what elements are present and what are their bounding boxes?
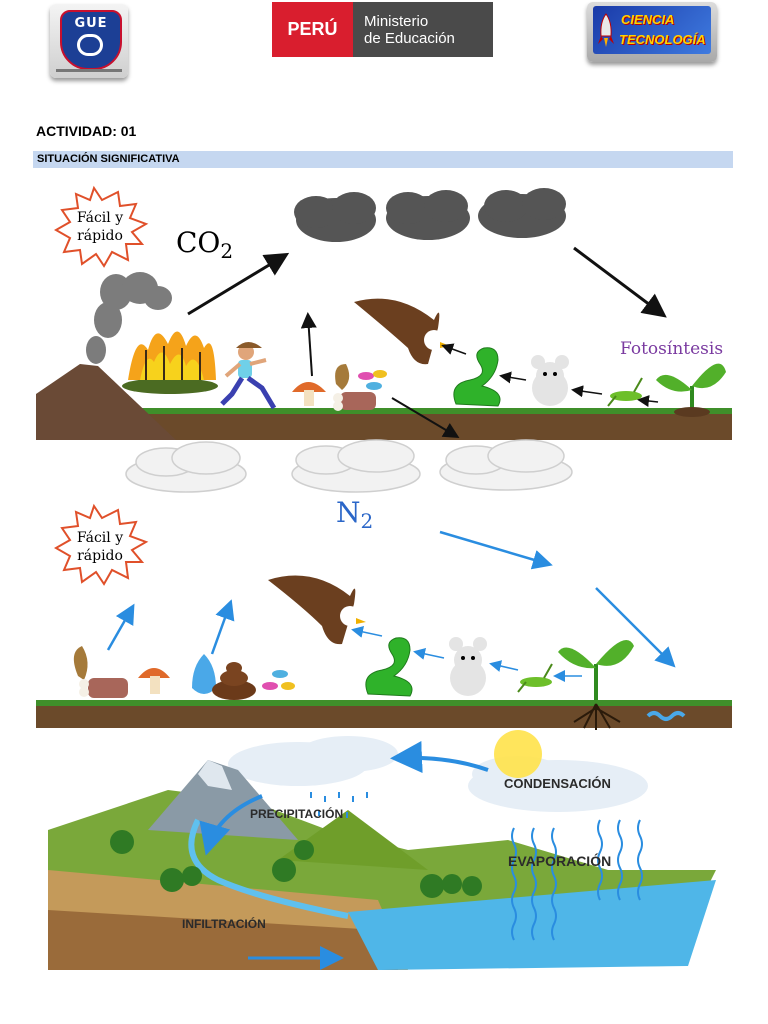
badge2-line2: rápido (77, 548, 123, 564)
worm (646, 711, 686, 721)
dry-leaf (335, 364, 350, 390)
infiltration-label: INFILTRACIÓN (182, 916, 266, 931)
dark-clouds (294, 188, 566, 242)
bushes (110, 830, 482, 898)
gue-shield-emblem: GUE (60, 10, 122, 70)
precipitation-arrow (199, 794, 263, 856)
badge2-line1: Fácil y (77, 530, 123, 546)
badge-line2: rápido (77, 228, 123, 244)
evaporation-label: EVAPORACIÓN (508, 852, 611, 869)
condensation-arrow (390, 741, 489, 774)
n2-gas: N (336, 496, 361, 529)
meat-bone (333, 392, 376, 411)
white-clouds (125, 439, 573, 493)
eagle (354, 298, 450, 365)
meat-bone-2 (79, 678, 128, 698)
organic-waste (212, 662, 256, 700)
bacteria-2 (262, 670, 295, 690)
minedu-logo: PERÚ Ministerio de Educación (272, 2, 493, 57)
precipitation-label: PRECIPITACIÓN (250, 806, 343, 821)
running-person (220, 342, 277, 410)
snake (453, 347, 501, 407)
evaporation-vapor (511, 819, 643, 941)
gue-logo-ribbon (56, 69, 122, 72)
eagle-2 (268, 575, 366, 645)
bacteria (358, 370, 387, 390)
food-chain-arrows-2 (351, 626, 582, 682)
co2-subscript: 2 (220, 239, 233, 263)
volcano-smoke (86, 272, 172, 364)
water-drop-icon (192, 654, 216, 694)
mushroom-2 (138, 668, 170, 694)
snake-2 (365, 637, 413, 697)
easy-fast-badge (53, 185, 149, 268)
green-hill (278, 810, 428, 870)
rain-drops (310, 792, 368, 818)
lake-water (348, 880, 716, 970)
rocket-icon (598, 13, 614, 47)
decomposition-arrow (300, 312, 317, 377)
water-cycle-illustration: CONDENSACIÓN PRECIPITACIÓN EVAPORACIÓN I… (48, 730, 716, 970)
section-title: SITUACIÓN SIGNIFICATIVA (37, 153, 180, 165)
easy-fast-badge-2 (53, 503, 149, 586)
emission-arrow (187, 252, 290, 316)
river (188, 818, 349, 919)
photosynthesis-label: Fotosíntesis (620, 339, 723, 359)
grasshopper-2 (517, 663, 553, 693)
sun-icon (494, 730, 542, 778)
snow-cap (198, 760, 232, 790)
ct-logo-line1: CIENCIA (621, 12, 675, 27)
co2-label: CO2 (176, 226, 233, 263)
mushroom (292, 382, 326, 406)
dry-leaf-2 (73, 646, 88, 680)
food-chain-arrows (441, 343, 659, 407)
volcano (36, 364, 176, 440)
grass-2 (36, 700, 732, 706)
n2-subscript: 2 (361, 509, 374, 533)
mountain (148, 760, 298, 840)
burning-forest (122, 331, 218, 394)
badge-line1: Fácil y (77, 210, 123, 226)
co2-gas: CO (176, 226, 220, 259)
mouse (531, 355, 569, 406)
grasshopper (607, 377, 643, 407)
soil-2 (36, 704, 732, 728)
minedu-line2: de Educación (364, 30, 455, 47)
absorption-arrow (573, 246, 667, 318)
minedu-name: Ministerio de Educación (353, 2, 493, 57)
ct-logo-background: CIENCIA TECNOLOGÍA (593, 6, 711, 54)
plant-with-roots (558, 640, 634, 730)
ct-logo-line2: TECNOLOGÍA (619, 32, 706, 47)
carbon-cycle-illustration: Fácil y rápido CO2 (36, 185, 732, 440)
grass (36, 408, 732, 414)
gue-monogram (77, 34, 103, 56)
ciencia-tecnologia-logo: CIENCIA TECNOLOGÍA (587, 2, 717, 62)
minedu-country: PERÚ (272, 2, 353, 57)
gue-logo-text: GUE (74, 16, 108, 31)
nitrogen-cycle-illustration: N2 Fácil y rápido (36, 439, 732, 730)
mouse-2 (449, 637, 487, 696)
activity-title: ACTIVIDAD: 01 (36, 123, 137, 139)
deep-soil (48, 910, 398, 970)
n2-label: N2 (336, 496, 373, 533)
soil-arrow (391, 397, 460, 439)
condensation-label: CONDENSACIÓN (504, 776, 611, 791)
water-clouds (228, 736, 648, 812)
minedu-line1: Ministerio (364, 13, 429, 30)
nitrogen-arrows (106, 530, 676, 668)
seedling-plant (656, 363, 726, 417)
gue-school-logo: GUE (50, 4, 128, 78)
section-banner: SITUACIÓN SIGNIFICATIVA (33, 151, 733, 168)
